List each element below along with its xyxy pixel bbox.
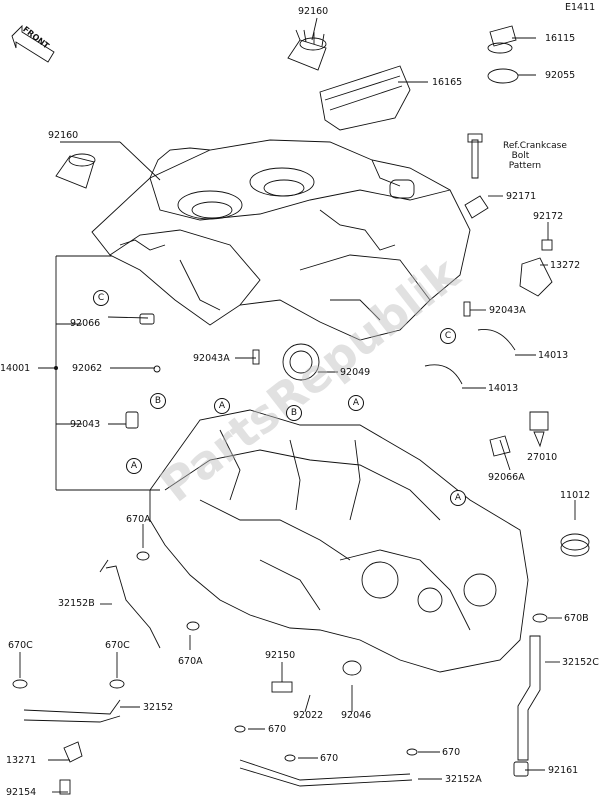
label-670C-right: 670C — [105, 640, 130, 651]
label-92066A: 92066A — [488, 472, 525, 483]
label-670C-left: 670C — [8, 640, 33, 651]
label-32152: 32152 — [143, 702, 174, 713]
label-92043A-right: 92043A — [489, 305, 526, 316]
label-14013-upper: 14013 — [538, 350, 569, 361]
label-13271: 13271 — [6, 755, 37, 766]
label-16115: 16115 — [545, 33, 576, 44]
marker-a-left: A — [126, 458, 142, 474]
label-92150: 92150 — [265, 650, 296, 661]
label-11012: 11012 — [560, 490, 591, 501]
label-13272: 13272 — [550, 260, 581, 271]
label-32152A: 32152A — [445, 774, 482, 785]
label-92049: 92049 — [340, 367, 371, 378]
label-92043: 92043 — [70, 419, 101, 430]
label-670B: 670B — [564, 613, 589, 624]
marker-c-left: C — [93, 290, 109, 306]
label-670A-top: 670A — [126, 514, 151, 525]
label-92066: 92066 — [70, 318, 101, 329]
ref-crankcase-note: Ref.Crankcase Bolt Pattern — [503, 141, 567, 171]
label-92160-top: 92160 — [298, 6, 329, 17]
label-92154: 92154 — [6, 787, 37, 798]
label-16165: 16165 — [432, 77, 463, 88]
label-92043A-center: 92043A — [193, 353, 230, 364]
label-14013-lower: 14013 — [488, 383, 519, 394]
diagram-code: E1411 — [565, 2, 596, 13]
label-92160-left: 92160 — [48, 130, 79, 141]
label-14001: 14001 — [0, 363, 31, 374]
label-92062: 92062 — [72, 363, 103, 374]
label-32152C: 32152C — [562, 657, 599, 668]
label-92171: 92171 — [506, 191, 537, 202]
marker-a-lower: A — [450, 490, 466, 506]
label-27010: 27010 — [527, 452, 558, 463]
marker-b-left: B — [150, 393, 166, 409]
label-92022: 92022 — [293, 710, 324, 721]
marker-a-right: A — [348, 395, 364, 411]
marker-b-center: B — [286, 405, 302, 421]
label-92161: 92161 — [548, 765, 579, 776]
label-670-c: 670 — [442, 747, 461, 758]
label-670-a: 670 — [268, 724, 287, 735]
label-32152B: 32152B — [58, 598, 95, 609]
marker-c-right: C — [440, 328, 456, 344]
label-92172: 92172 — [533, 211, 564, 222]
label-92046: 92046 — [341, 710, 372, 721]
label-92055: 92055 — [545, 70, 576, 81]
label-670A-bottom: 670A — [178, 656, 203, 667]
marker-a-center: A — [214, 398, 230, 414]
label-670-b: 670 — [320, 753, 339, 764]
